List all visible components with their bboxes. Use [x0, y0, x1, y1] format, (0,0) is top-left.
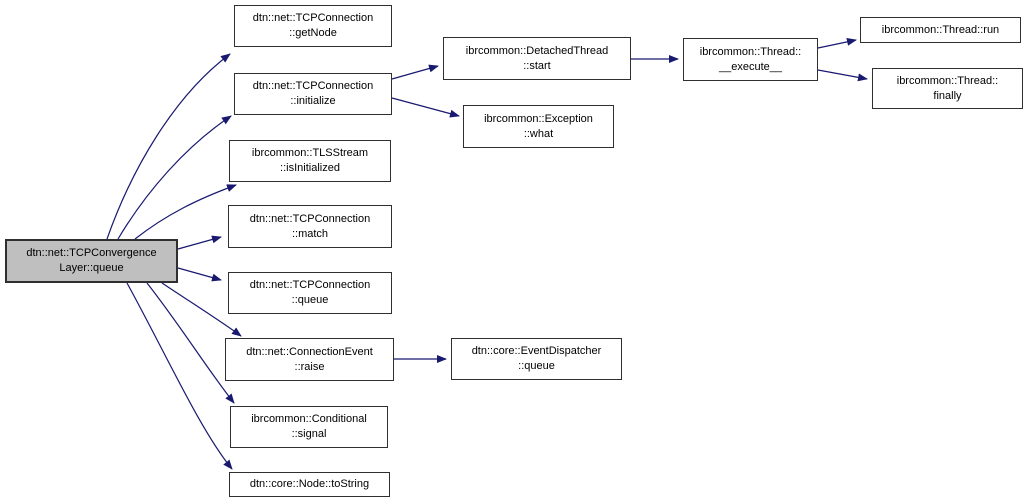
graph-node-thread-run[interactable]: ibrcommon::Thread::run	[860, 17, 1021, 43]
graph-node-tcpconnection-queue[interactable]: dtn::net::TCPConnection ::queue	[228, 272, 392, 314]
edge-root-to-signal	[146, 282, 235, 404]
graph-node-tcpconnection-match[interactable]: dtn::net::TCPConnection ::match	[228, 205, 392, 248]
edge-root-to-match	[177, 235, 222, 250]
edge-execute-to-finally	[817, 69, 868, 82]
graph-node-conditional-signal[interactable]: ibrcommon::Conditional ::signal	[230, 406, 388, 448]
edge-root-to-isinitialized	[134, 184, 237, 240]
graph-node-tlsstream-isinitialized[interactable]: ibrcommon::TLSStream ::isInitialized	[229, 140, 391, 182]
edge-root-to-getnode	[106, 53, 231, 240]
edge-root-to-tcpqueue	[177, 267, 222, 282]
edge-root-to-initialize	[117, 115, 232, 240]
graph-node-tcpconvergencelayer-queue: dtn::net::TCPConvergence Layer::queue	[5, 239, 178, 283]
edge-initialize-to-what	[391, 97, 460, 118]
graph-node-node-tostring[interactable]: dtn::core::Node::toString	[229, 472, 390, 497]
edge-initialize-to-start	[391, 64, 439, 80]
graph-node-thread-finally[interactable]: ibrcommon::Thread:: finally	[872, 68, 1023, 109]
graph-node-eventdispatcher-queue[interactable]: dtn::core::EventDispatcher ::queue	[451, 338, 622, 380]
graph-node-detachedthread-start[interactable]: ibrcommon::DetachedThread ::start	[443, 37, 631, 80]
graph-node-exception-what[interactable]: ibrcommon::Exception ::what	[463, 105, 614, 148]
graph-node-connectionevent-raise[interactable]: dtn::net::ConnectionEvent ::raise	[225, 338, 394, 381]
graph-node-thread-execute[interactable]: ibrcommon::Thread:: __execute__	[683, 38, 818, 81]
edge-root-to-tostring	[126, 282, 233, 470]
edge-execute-to-run	[817, 37, 857, 49]
edge-root-to-raise	[161, 282, 242, 337]
graph-node-tcpconnection-initialize[interactable]: dtn::net::TCPConnection ::initialize	[234, 73, 392, 115]
graph-node-tcpconnection-getnode[interactable]: dtn::net::TCPConnection ::getNode	[234, 5, 392, 47]
